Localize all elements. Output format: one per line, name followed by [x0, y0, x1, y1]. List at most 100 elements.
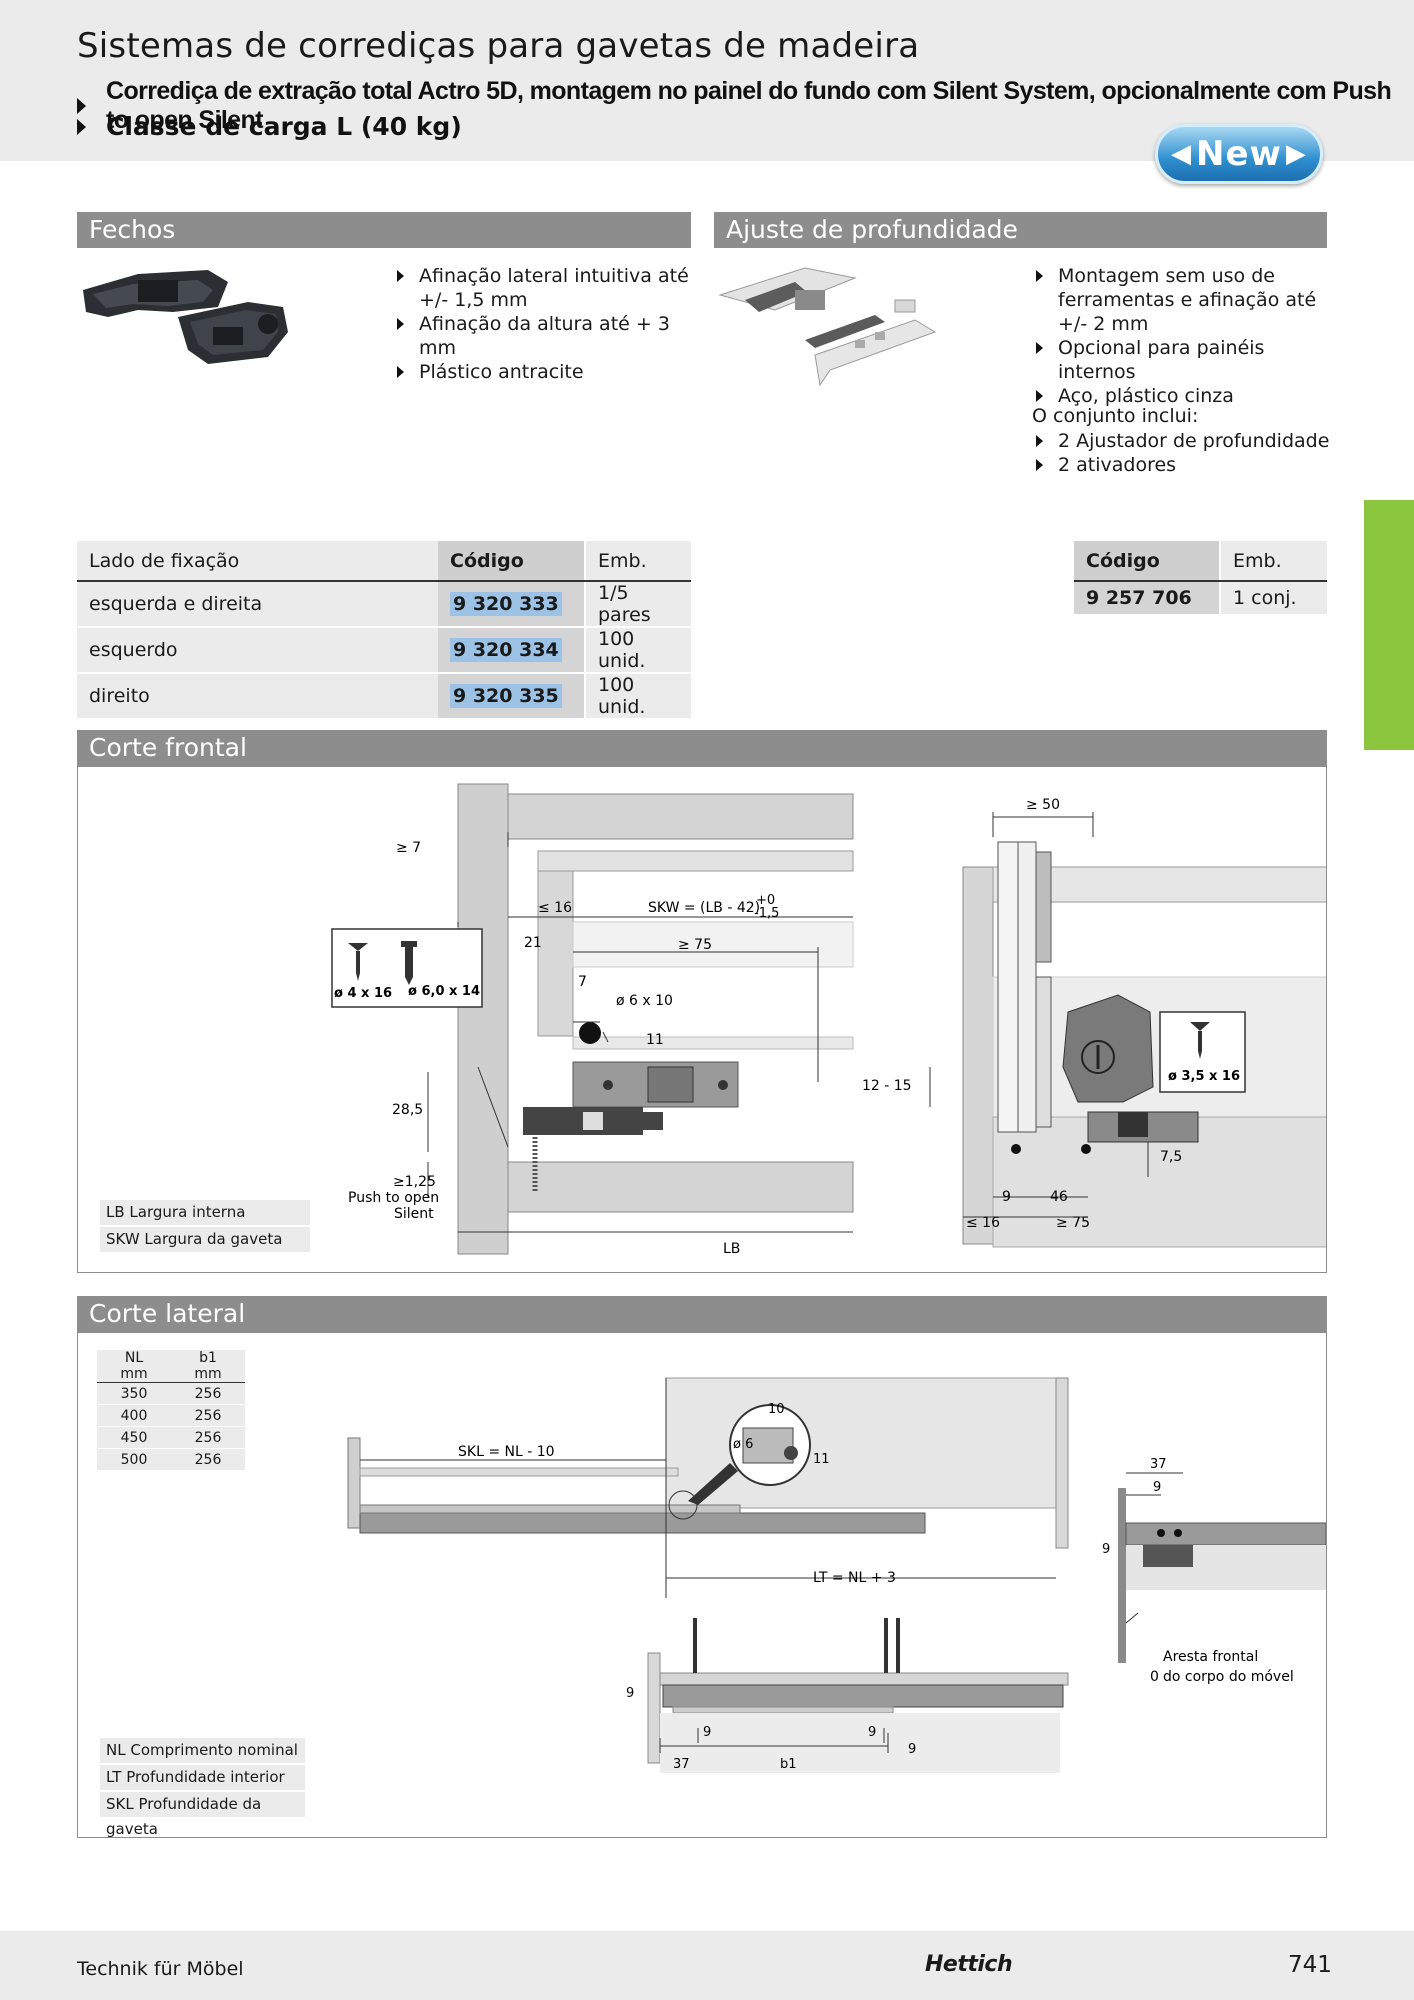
dim-ge75b: ≥ 75: [1056, 1215, 1090, 1231]
article-code[interactable]: 9 320 333: [450, 592, 562, 616]
ajuste-order-table: Código Emb. 9 257 706 1 conj.: [1074, 541, 1327, 616]
dim-12-15: 12 - 15: [862, 1078, 912, 1094]
dim-21: 21: [524, 935, 542, 951]
table-row: esquerda e direita 9 320 333 1/5 pares: [77, 581, 691, 628]
dim-skw-tol-top: +0: [756, 893, 775, 908]
dim-b9: 9: [626, 1686, 634, 1701]
includes-label: O conjunto inclui:: [1032, 405, 1199, 427]
dim-ge7: ≥ 7: [396, 840, 421, 856]
article-code[interactable]: 9 320 335: [450, 684, 562, 708]
bullet-triangle-icon: [77, 98, 86, 114]
dim-11: 11: [813, 1452, 830, 1467]
new-badge: ◀New▶: [1155, 124, 1323, 184]
includes-item: 2 Ajustador de profundidade: [1032, 429, 1332, 453]
dim-d6: ø 6: [733, 1437, 753, 1452]
section-corte-frontal-heading: Corte frontal: [77, 730, 1327, 766]
page-number: 741: [1288, 1952, 1332, 1978]
dim-b9c: 9: [908, 1742, 916, 1757]
includes-item: 2 ativadores: [1032, 453, 1332, 477]
dim-ge50: ≥ 50: [1026, 797, 1060, 813]
dim-lt: LT = NL + 3: [813, 1570, 896, 1586]
col-header-codigo: Código: [438, 541, 585, 582]
dim-28-5: 28,5: [392, 1102, 423, 1118]
fechos-feature-list: Afinação lateral intuitiva até +/- 1,5 m…: [393, 264, 693, 384]
table-row: esquerdo 9 320 334 100 unid.: [77, 627, 691, 674]
dim-9: 9: [1002, 1189, 1011, 1205]
feature-item: Aço, plástico cinza: [1032, 384, 1332, 408]
dim-9b: 9: [1102, 1542, 1110, 1557]
dim-le16: ≤ 16: [538, 900, 572, 916]
corte-frontal-legend: LB Largura interna SKW Largura da gaveta: [100, 1200, 310, 1254]
legend-item: LT Profundidade interior: [100, 1765, 305, 1790]
label-zero: 0: [1150, 1669, 1159, 1685]
dim-6x10: ø 6 x 10: [616, 993, 673, 1009]
col-header-lado: Lado de fixação: [77, 541, 438, 582]
label-corpo-movel: do corpo do móvel: [1163, 1669, 1294, 1685]
dim-ge75: ≥ 75: [678, 937, 712, 953]
dim-9a: 9: [1153, 1480, 1161, 1495]
feature-item: Afinação da altura até + 3 mm: [393, 312, 693, 360]
dim-37: 37: [1150, 1457, 1167, 1472]
dim-le16b: ≤ 16: [966, 1215, 1000, 1231]
feature-item: Afinação lateral intuitiva até +/- 1,5 m…: [393, 264, 693, 312]
dim-skw-tol-bot: -1,5: [754, 906, 779, 921]
dim-skl: SKL = NL - 10: [458, 1444, 555, 1460]
section-ajuste-heading: Ajuste de profundidade: [714, 212, 1327, 248]
label-aresta-frontal: Aresta frontal: [1163, 1649, 1258, 1665]
page-title: Sistemas de corrediças para gavetas de m…: [77, 26, 920, 66]
ajuste-product-image: [718, 267, 937, 387]
corte-lateral-legend: NL Comprimento nominal LT Profundidade i…: [100, 1738, 305, 1838]
dim-skw: SKW = (LB - 42): [648, 900, 760, 916]
label-screw-6x14: ø 6,0 x 14: [408, 984, 480, 999]
footer-band: [0, 1931, 1414, 2000]
ajuste-feature-list: Montagem sem uso de ferramentas e afinaç…: [1032, 264, 1332, 408]
legend-item: NL Comprimento nominal: [100, 1738, 305, 1763]
dim-7-5: 7,5: [1160, 1149, 1182, 1165]
dim-7: 7: [578, 974, 587, 990]
legend-item: SKW Largura da gaveta: [100, 1227, 310, 1252]
dim-b9b: 9: [868, 1725, 876, 1740]
label-screw-4x16: ø 4 x 16: [334, 986, 392, 1001]
brand-logo: Hettich: [925, 1952, 1013, 1977]
dim-46: 46: [1050, 1189, 1068, 1205]
chapter-tab[interactable]: [1364, 500, 1414, 750]
corte-lateral-drawing: SKL = NL - 10 LT = NL + 3 10 ø 6 11 9 9 …: [347, 1377, 1326, 1773]
article-code[interactable]: 9 320 334: [450, 638, 562, 662]
dim-b37: 37: [673, 1757, 690, 1772]
arrow-right-icon: ▶: [1285, 139, 1307, 169]
section-fechos-heading: Fechos: [77, 212, 691, 248]
label-screw-3-5x16: ø 3,5 x 16: [1168, 1069, 1240, 1084]
feature-item: Plástico antracite: [393, 360, 693, 384]
label-silent: Silent: [394, 1206, 434, 1222]
dim-11: 11: [646, 1032, 664, 1048]
dim-lb: LB: [723, 1241, 740, 1257]
table-row: 9 257 706 1 conj.: [1074, 581, 1327, 616]
col-header-emb: Emb.: [584, 541, 691, 582]
col-header-emb: Emb.: [1219, 541, 1327, 582]
dim-b9a: 9: [703, 1725, 711, 1740]
fechos-order-table: Lado de fixação Código Emb. esquerda e d…: [77, 541, 691, 720]
dim-1-25: ≥1,25: [393, 1174, 436, 1190]
dim-10: 10: [768, 1402, 785, 1417]
legend-item: SKL Profundidade da gaveta: [100, 1792, 305, 1838]
footer-tagline: Technik für Möbel: [77, 1958, 244, 1980]
label-push-open: Push to open: [348, 1190, 439, 1206]
subtitle-load-class: Classe de carga L (40 kg): [77, 112, 462, 141]
corte-frontal-drawing: ø 4 x 16 ø 6,0 x 14 ≥ 7 ≤ 16 SKW = (LB -…: [331, 783, 1326, 1257]
bullet-triangle-icon: [77, 118, 86, 135]
table-row: direito 9 320 335 100 unid.: [77, 673, 691, 720]
feature-item: Opcional para painéis internos: [1032, 336, 1332, 384]
feature-item: Montagem sem uso de ferramentas e afinaç…: [1032, 264, 1332, 336]
subtitle-product: Corrediça de extração total Actro 5D, mo…: [77, 77, 1414, 135]
arrow-left-icon: ◀: [1171, 139, 1193, 169]
dim-b1: b1: [780, 1757, 797, 1772]
article-code[interactable]: 9 257 706: [1074, 581, 1220, 616]
legend-item: LB Largura interna: [100, 1200, 310, 1225]
